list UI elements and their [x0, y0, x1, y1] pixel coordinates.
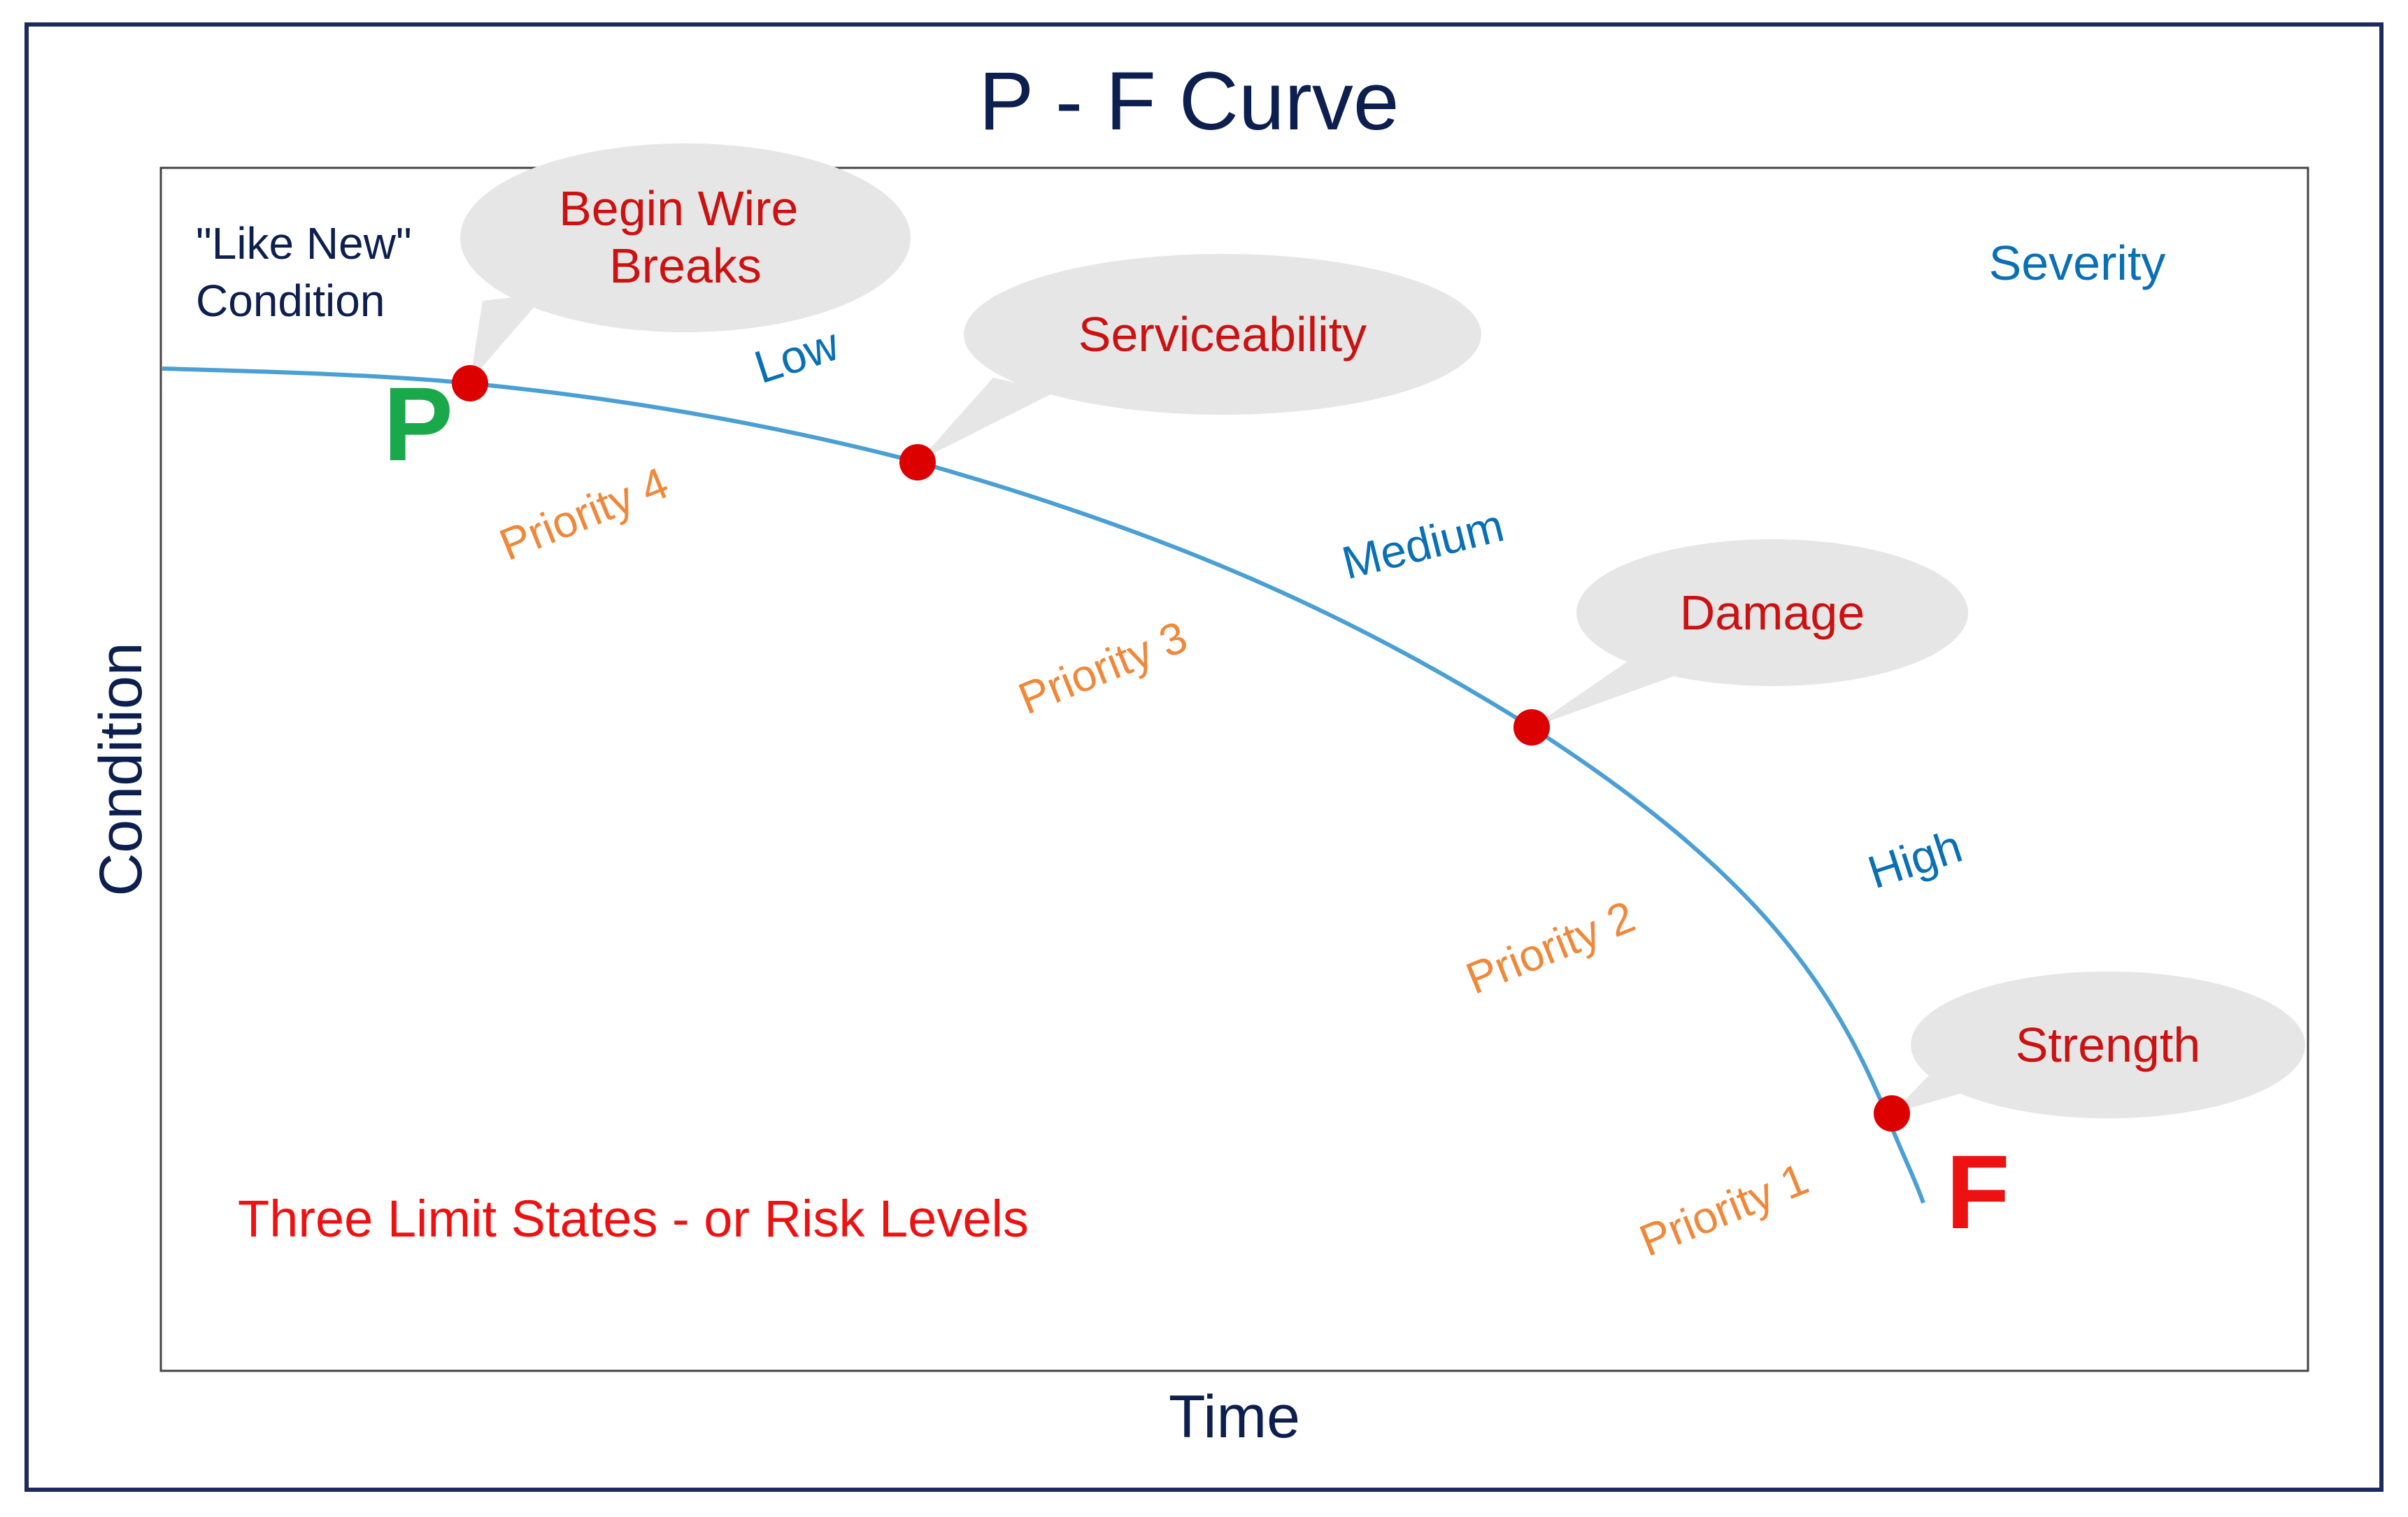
f-point-label: F — [1946, 1133, 2010, 1251]
marker-serviceability — [899, 444, 936, 480]
callout-bubble — [964, 254, 1481, 415]
severity-header: Severity — [1989, 236, 2166, 290]
like-new-line-1: "Like New" — [196, 218, 412, 269]
callout-text: Serviceability — [1078, 307, 1367, 362]
callout-bubble — [1911, 971, 2305, 1118]
marker-damage — [1513, 709, 1550, 746]
callout-bubble — [460, 143, 911, 332]
y-axis-label: Condition — [87, 642, 155, 896]
callout-text: Begin Wire Breaks — [559, 181, 812, 293]
diagram-title: P - F Curve — [978, 55, 1399, 148]
begin-wire-line-2: Breaks — [609, 238, 762, 293]
x-axis-label: Time — [1169, 1383, 1300, 1451]
callout-text: Damage — [1680, 585, 1865, 640]
callout-strength: Strength — [1892, 971, 2305, 1118]
risk-levels-footnote: Three Limit States - or Risk Levels — [238, 1190, 1029, 1248]
begin-wire-line-1: Begin Wire — [559, 181, 798, 236]
marker-begin-wire-breaks — [452, 365, 488, 401]
callout-begin-wire-breaks: Begin Wire Breaks — [460, 143, 911, 381]
callout-bubble — [1576, 539, 1968, 686]
like-new-condition-label: "Like New" Condition — [196, 218, 424, 326]
like-new-line-2: Condition — [196, 276, 385, 326]
callout-damage: Damage — [1532, 539, 1968, 727]
callout-pointer — [470, 294, 546, 381]
p-point-label: P — [383, 365, 453, 483]
curve-markers — [452, 365, 1910, 1132]
callout-text: Strength — [2016, 1018, 2201, 1072]
callout-serviceability: Serviceability — [920, 254, 1481, 460]
callout-pointer — [920, 378, 1056, 460]
marker-strength — [1874, 1095, 1910, 1132]
